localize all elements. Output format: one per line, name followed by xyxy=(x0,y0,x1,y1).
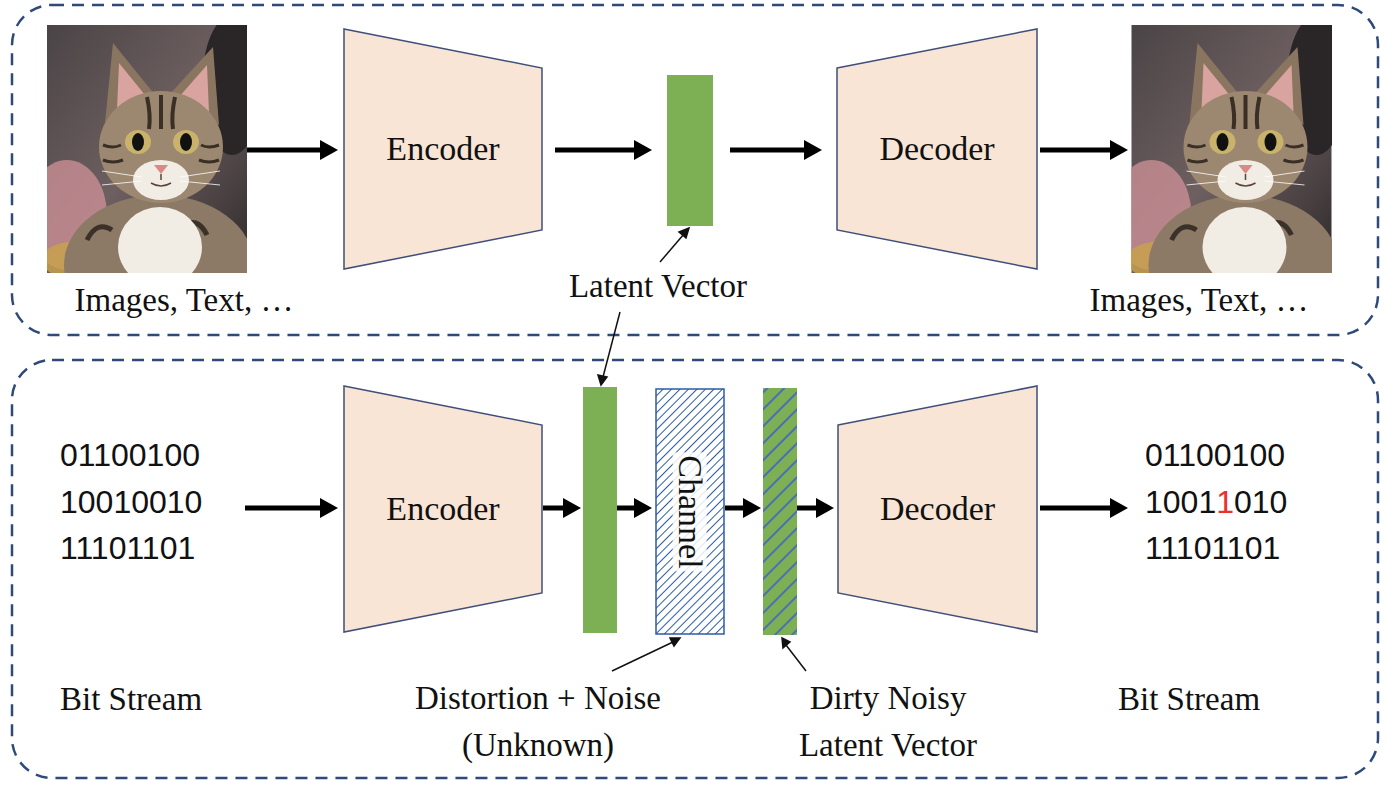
channel-hatch xyxy=(656,389,724,634)
arrow-head xyxy=(743,498,761,518)
caption-text: Images, Text, … xyxy=(75,282,294,320)
arrow-shaft xyxy=(1040,148,1114,153)
node-label: Decoder xyxy=(880,490,995,528)
caption-text: Bit Stream xyxy=(1118,681,1260,719)
arrow-shaft xyxy=(245,506,324,511)
arrow-head xyxy=(320,140,338,160)
node-label: Decoder xyxy=(879,130,994,168)
top-panel xyxy=(12,5,1378,335)
bit-row: 11101101 xyxy=(1145,530,1280,567)
arrow-head xyxy=(634,498,652,518)
encoder-trapezoid: Encoder xyxy=(343,385,543,633)
trapezoid-shape xyxy=(344,29,542,269)
channel-box: Channel xyxy=(655,388,725,635)
arrow-shaft xyxy=(247,148,324,153)
arrow-head xyxy=(320,498,338,518)
arrow-shaft xyxy=(555,148,638,153)
arrow-head xyxy=(1110,498,1128,518)
arrow-head xyxy=(816,498,834,518)
latent-vector xyxy=(583,387,617,633)
arrow-head xyxy=(1110,140,1128,160)
decoder-trapezoid: Decoder xyxy=(836,28,1038,270)
bit-row: 1001 xyxy=(1145,484,1216,521)
error-bit: 1 xyxy=(1216,484,1234,521)
node-label: Channel xyxy=(673,452,707,571)
latent-vector xyxy=(667,75,713,226)
bit-row: 11101101 xyxy=(60,530,195,567)
bit-row: 010 xyxy=(1234,484,1287,521)
bit-row: 01100100 xyxy=(60,437,200,474)
arrow-head xyxy=(804,140,822,160)
bottom-panel xyxy=(12,360,1378,778)
noisy-latent-vector xyxy=(763,388,797,635)
trapezoid-shape xyxy=(838,386,1037,632)
arrow-head xyxy=(563,498,581,518)
trapezoid-shape xyxy=(837,29,1037,269)
callout-label: Dirty Noisy Latent Vector xyxy=(773,675,1003,769)
arrow-head xyxy=(634,140,652,160)
trapezoid-shape xyxy=(344,386,542,632)
bit-row: 01100100 xyxy=(1145,437,1285,474)
encoder-trapezoid: Encoder xyxy=(343,28,543,270)
arrow-shaft xyxy=(730,148,808,153)
node-label: Encoder xyxy=(386,130,499,168)
callout-label: Latent Vector xyxy=(569,268,747,306)
node-label: Encoder xyxy=(386,490,499,528)
caption-text: Bit Stream xyxy=(60,681,202,719)
callout-label: Distortion + Noise (Unknown) xyxy=(383,675,693,769)
bit-row: 10010010 xyxy=(60,484,202,521)
caption-text: Images, Text, … xyxy=(1090,282,1309,320)
decoder-trapezoid: Decoder xyxy=(837,385,1038,633)
arrow-shaft xyxy=(1040,506,1114,511)
